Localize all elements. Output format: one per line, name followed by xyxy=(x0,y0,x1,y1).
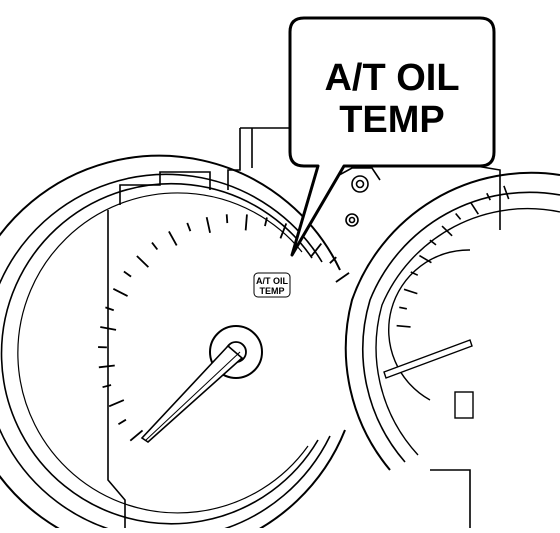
left-gauge-tick xyxy=(169,231,177,245)
indicator-label-line2: TEMP xyxy=(259,286,284,296)
left-gauge-tick xyxy=(227,214,228,223)
left-gauge-tick xyxy=(152,243,157,250)
left-gauge-tick xyxy=(118,420,125,425)
left-gauge-face-inner xyxy=(18,193,308,513)
left-gauge-tick xyxy=(103,385,112,387)
left-gauge-tick xyxy=(105,307,113,310)
screw-lower xyxy=(346,214,358,226)
left-gauge-tick xyxy=(130,430,142,440)
right-gauge-tick xyxy=(404,289,417,293)
left-gauge-tick xyxy=(124,272,131,277)
right-gauge-tick xyxy=(397,326,411,327)
right-gauge xyxy=(346,173,560,470)
left-gauge-tick xyxy=(109,400,124,406)
left-gauge-tick xyxy=(246,214,247,230)
at-oil-temp-indicator: A/T OIL TEMP xyxy=(254,273,290,297)
right-gauge-tick xyxy=(419,256,431,263)
right-gauge-tick xyxy=(471,202,479,214)
cluster-housing xyxy=(108,128,500,528)
right-gauge-needle xyxy=(384,340,472,378)
right-gauge-indicator-slot xyxy=(455,392,473,418)
left-gauge-tick xyxy=(137,256,148,267)
right-gauge-tick xyxy=(442,226,452,236)
callout-title-line1: A/T OIL xyxy=(324,57,459,99)
left-gauge-tick-marks xyxy=(98,214,349,440)
left-gauge xyxy=(0,156,349,528)
callout-bubble: A/T OIL TEMP xyxy=(290,18,494,255)
left-gauge-tick xyxy=(187,223,190,231)
left-gauge-tick xyxy=(207,217,210,233)
left-gauge-tick xyxy=(336,273,349,282)
screw-upper xyxy=(352,176,368,192)
left-gauge-tick xyxy=(113,289,127,296)
right-gauge-tick xyxy=(399,307,407,309)
right-gauge-tick xyxy=(504,186,509,199)
left-gauge-needle xyxy=(142,346,242,442)
left-gauge-tick xyxy=(99,366,115,368)
right-gauge-tick xyxy=(456,213,461,219)
left-gauge-face xyxy=(2,184,318,524)
callout-title-line2: TEMP xyxy=(339,99,445,141)
indicator-label-line1: A/T OIL xyxy=(256,276,288,286)
